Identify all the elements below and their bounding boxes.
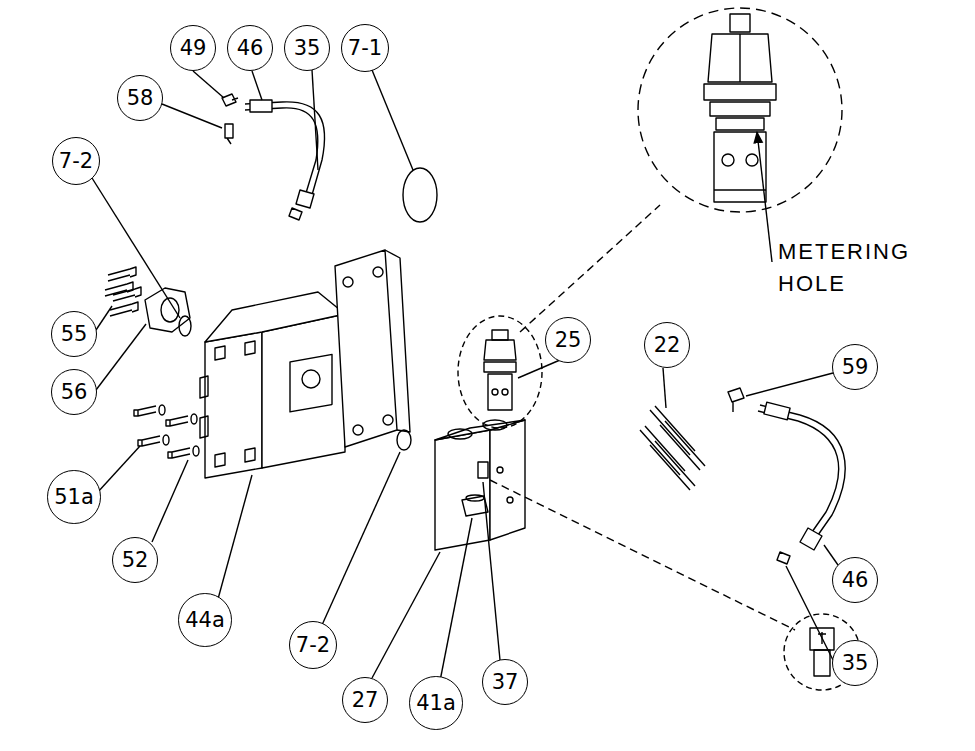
cartridge-detail: [638, 8, 842, 262]
callout-text: 22: [654, 335, 681, 356]
callout-text: 55: [61, 324, 88, 345]
callout-text: 41a: [416, 693, 456, 714]
callout-number: 52: [112, 537, 158, 583]
socket-screws: [640, 406, 705, 490]
callout-text: 51a: [54, 487, 94, 508]
callout-text: 25: [555, 330, 582, 351]
callout-number: 37: [482, 659, 528, 705]
callout-text: 52: [122, 550, 149, 571]
callout-text: 35: [294, 38, 321, 59]
callout-number: 25: [545, 317, 591, 363]
callout-number: 58: [117, 75, 163, 121]
callout-number: 55: [51, 311, 97, 357]
callout-text: 7-2: [59, 151, 93, 172]
o-ring: [397, 430, 411, 450]
top-hose: [222, 94, 325, 220]
callout-text: 27: [352, 690, 379, 711]
callout-number: 35: [284, 25, 330, 71]
callout-text: 56: [61, 382, 88, 403]
callout-text: 46: [842, 570, 869, 591]
callout-number: 59: [832, 344, 878, 390]
callout-number: 7-1: [341, 24, 389, 72]
callout-number: 35: [832, 640, 878, 686]
callout-number: 22: [644, 322, 690, 368]
bolts-and-washers: [134, 405, 199, 458]
callout-text: 37: [492, 672, 519, 693]
callout-text: 7-2: [296, 635, 330, 656]
cartridge-valve: [458, 205, 660, 428]
callout-number: 56: [51, 369, 97, 415]
callout-number: 44a: [178, 593, 232, 647]
leader-lines: [92, 70, 838, 681]
lower-hose: [728, 388, 845, 564]
callout-text: 58: [127, 88, 154, 109]
callout-number: 41a: [409, 676, 463, 730]
callout-number: 49: [170, 25, 216, 71]
callout-number: 46: [227, 25, 273, 71]
callout-number: 7-2: [289, 621, 337, 669]
o-ring: [403, 168, 437, 222]
check-fitting: [462, 462, 860, 690]
callout-text: 59: [842, 357, 869, 378]
note-label: METERING HOLE: [778, 236, 918, 300]
valve-block: [435, 420, 525, 550]
callout-number: 7-2: [52, 137, 100, 185]
callout-text: 44a: [185, 610, 225, 631]
callout-text: 46: [237, 38, 264, 59]
callout-text: 35: [842, 653, 869, 674]
flange-and-bolts: [105, 267, 191, 336]
callout-number: 27: [342, 677, 388, 723]
pump-body: [200, 250, 410, 478]
callout-text: 7-1: [348, 38, 382, 59]
callout-number: 46: [832, 557, 878, 603]
callout-number: 51a: [47, 470, 101, 524]
callout-text: 49: [180, 38, 207, 59]
